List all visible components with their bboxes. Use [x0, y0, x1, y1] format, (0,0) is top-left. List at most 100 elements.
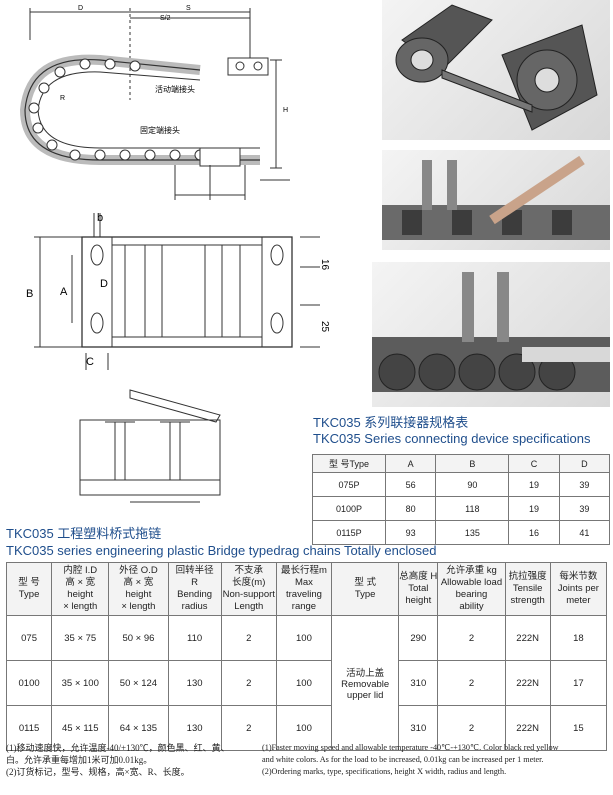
- header-en-label: strength: [510, 595, 545, 606]
- spec-cell: 90: [435, 472, 510, 497]
- cell-od: 50 × 96: [108, 615, 169, 661]
- header-en-label: Non-support: [222, 589, 275, 600]
- cell-r: 130: [167, 705, 222, 751]
- spec-cell: 0115P: [312, 520, 386, 545]
- chain-lids-illustration: [372, 272, 610, 392]
- spec-cell: 075P: [312, 472, 386, 497]
- cell-joints: 15: [549, 705, 608, 751]
- header-cn-label: 总高度 H: [399, 571, 438, 582]
- header-en-label: Type: [354, 589, 376, 600]
- header-en-label: Total: [408, 583, 429, 594]
- header-en-label: bearing: [455, 589, 488, 600]
- header-en-label: Type: [18, 589, 40, 600]
- spec-header-d: D: [558, 454, 611, 473]
- header-en-label: 长度(m): [232, 577, 266, 588]
- spec-table-title-cn: TKC035 系列联接器规格表: [313, 415, 469, 430]
- header-en-label: ability: [459, 601, 484, 612]
- cell-type: 0115: [5, 705, 53, 751]
- cell-load: 2: [437, 705, 506, 751]
- cell-load: 2: [437, 660, 506, 706]
- cell-tensile: 222N: [504, 660, 551, 706]
- notes-cn: (1)移动速度快，允许温度-40/+130℃，颜色黑、红、黄、 白。允许承重每增…: [6, 742, 256, 778]
- header-cn-label: 不支承: [234, 565, 264, 576]
- chain-side-view-diagram: D S S/2 H R 活动端接头 固定端接头: [19, 5, 290, 200]
- main-table-title-cn: TKC035 工程塑料桥式拖链: [6, 526, 162, 541]
- label-r: R: [60, 95, 65, 102]
- label-a: A: [60, 286, 68, 298]
- cell-type: 0100: [5, 660, 53, 706]
- table-row: 0100P 80 118 19 39: [312, 496, 611, 521]
- chain-open-illustration: [382, 155, 610, 240]
- table-row: 0115 45 × 115 64 × 135 130 2 100 310 2 2…: [5, 705, 608, 751]
- label-moving-end: 活动端接头: [155, 84, 195, 94]
- cross-section-diagram: [79, 389, 221, 503]
- header-en-label: Length: [234, 601, 264, 612]
- label-b-big: B: [26, 288, 33, 300]
- header-cn-label: 外径 O.D: [119, 565, 158, 576]
- header-en-label: radius: [181, 601, 208, 612]
- spec-cell: 19: [508, 496, 560, 521]
- cell-id: 35 × 75: [51, 615, 110, 661]
- note-cn-line: (1)移动速度快，允许温度-40/+130℃，颜色黑、红、黄、: [6, 743, 230, 753]
- spec-table: 型 号Type A B C D 075P 56 90 19 39 0100P 8…: [312, 454, 611, 545]
- cell-joints: 18: [549, 615, 608, 661]
- form-type-en1: Removable: [341, 679, 390, 690]
- spec-cell: 93: [384, 520, 437, 545]
- cell-max-range: 100: [275, 660, 333, 706]
- main-table-title-en: TKC035 series engineering plastic Bridge…: [6, 543, 437, 558]
- spec-cell: 39: [558, 496, 611, 521]
- cell-joints: 17: [549, 660, 608, 706]
- label-h: H: [283, 107, 288, 114]
- cell-form-type: 活动上盖 Removable upper lid: [331, 615, 400, 751]
- table-row: 0100 35 × 100 50 × 124 130 2 100 310 2 2…: [5, 660, 608, 706]
- label-d: D: [78, 5, 83, 12]
- note-cn-line: 白。允许承重每增加1米可加0.01kg。: [6, 755, 153, 765]
- cell-id: 35 × 100: [51, 660, 110, 706]
- spec-cell: 135: [435, 520, 510, 545]
- table-row: 0115P 93 135 16 41: [312, 520, 611, 545]
- note-en-line: (2)Ordering marks, type, specifications,…: [262, 767, 507, 776]
- header-en-label: traveling: [285, 589, 322, 600]
- cell-total-height: 310: [398, 660, 439, 706]
- form-type-cn: 活动上盖: [346, 668, 385, 679]
- header-en-label: Max: [294, 577, 313, 588]
- spec-cell: 39: [558, 472, 611, 497]
- header-en-label: 高 × 宽: [123, 577, 154, 588]
- spec-header-b: B: [435, 454, 510, 473]
- header-en-label: × length: [63, 601, 98, 612]
- cell-non-support: 2: [220, 615, 277, 661]
- table-row: 075 35 × 75 50 × 96 110 2 100 活动上盖 Remov…: [5, 615, 608, 751]
- spec-header-a: A: [384, 454, 437, 473]
- bracket-illustration: [395, 4, 598, 131]
- spec-cell: 41: [558, 520, 611, 545]
- spec-cell: 80: [384, 496, 437, 521]
- dim-16: 16: [319, 259, 330, 271]
- header-en-label: 高 × 宽: [65, 577, 96, 588]
- header-cn-label: 每米节数: [559, 571, 598, 582]
- label-d-mid: D: [100, 278, 108, 290]
- cell-r: 110: [167, 615, 222, 661]
- cell-id: 45 × 115: [51, 705, 110, 751]
- header-en-label: × length: [121, 601, 156, 612]
- cell-r: 130: [167, 660, 222, 706]
- label-fixed-end: 固定端接头: [140, 125, 180, 135]
- note-en-line: (1)Faster moving speed and allowable tem…: [262, 743, 559, 752]
- header-en-label: Joints per: [557, 583, 599, 594]
- spec-cell: 118: [435, 496, 510, 521]
- header-cn-label: 最长行程m: [280, 565, 327, 576]
- cell-tensile: 222N: [504, 705, 551, 751]
- header-en-label: meter: [566, 595, 591, 606]
- header-cn-label: 允许承重 kg: [446, 565, 497, 576]
- cell-non-support: 2: [220, 660, 277, 706]
